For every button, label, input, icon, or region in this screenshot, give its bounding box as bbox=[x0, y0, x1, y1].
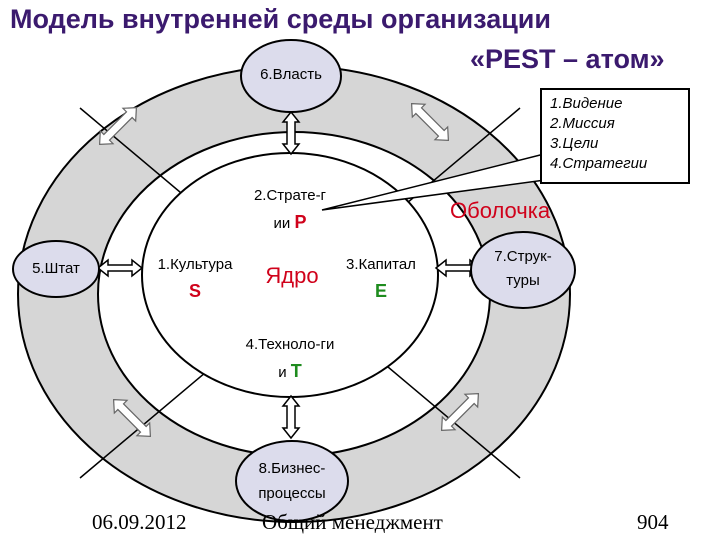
callout-item: 1.Видение bbox=[550, 95, 623, 112]
node-power-label: 6.Власть bbox=[260, 66, 322, 83]
node-structures-line1: 7.Струк- bbox=[494, 248, 552, 265]
node-processes-line2: процессы bbox=[258, 485, 326, 502]
segment-capital-text: 3.Капитал bbox=[346, 256, 416, 273]
title-line-2: «PEST – атом» bbox=[470, 44, 665, 74]
ring-double-arrow-sw bbox=[112, 398, 152, 438]
shell-label: Оболочка bbox=[450, 198, 551, 223]
segment-culture-text: 1.Культура bbox=[157, 256, 233, 273]
letter-e: E bbox=[374, 281, 387, 301]
node-processes-shape bbox=[235, 440, 349, 522]
node-structures-line2: туры bbox=[506, 272, 540, 289]
segment-technology-line1: 4.Техноло-ги bbox=[245, 336, 335, 353]
arrow-core-processes bbox=[281, 394, 301, 440]
segment-technology-suffix: и bbox=[278, 364, 287, 381]
letter-t: T bbox=[290, 361, 302, 381]
callout-box: 1.Видение 2.Миссия 3.Цели 4.Стратегии bbox=[540, 88, 690, 184]
ring-double-arrow-ne bbox=[410, 102, 450, 142]
callout-item: 4.Стратегии bbox=[550, 155, 648, 172]
segment-strategy: 2.Страте-г ии P bbox=[220, 183, 360, 237]
title-line-1: Модель внутренней среды организации bbox=[10, 4, 552, 34]
callout-item: 2.Миссия bbox=[550, 115, 615, 132]
segment-technology-line2: и T bbox=[220, 358, 360, 386]
footer-date: 06.09.2012 bbox=[92, 510, 187, 534]
segment-technology: 4.Техноло-ги и T bbox=[220, 332, 360, 386]
callout-item: 3.Цели bbox=[550, 135, 599, 152]
letter-p: P bbox=[294, 212, 307, 232]
ring-double-arrow-se bbox=[440, 392, 480, 432]
node-staff-label: 5.Штат bbox=[32, 260, 80, 277]
node-staff-shape bbox=[12, 240, 100, 298]
arrow-staff-core bbox=[96, 258, 144, 278]
node-structures-label: 7.Струк- туры bbox=[471, 245, 575, 293]
segment-strategy-suffix: ии bbox=[273, 215, 291, 232]
node-power-shape bbox=[240, 39, 342, 113]
core-label: Ядро bbox=[254, 260, 330, 292]
segment-strategy-line2: ии P bbox=[220, 209, 360, 237]
footer-page: 904 bbox=[637, 510, 669, 534]
node-structures-shape bbox=[470, 231, 576, 309]
segment-strategy-line1: 2.Страте-г bbox=[253, 187, 327, 204]
arrow-power-core bbox=[281, 110, 301, 156]
letter-s: S bbox=[188, 281, 201, 301]
node-processes-label: 8.Бизнес- процессы bbox=[236, 456, 348, 506]
ring-double-arrow-nw bbox=[98, 106, 138, 146]
footer-course: Общий менеджмент bbox=[262, 510, 443, 534]
segment-culture: 1.Культура S bbox=[140, 252, 250, 304]
node-processes-line1: 8.Бизнес- bbox=[258, 460, 326, 477]
segment-capital: 3.Капитал E bbox=[326, 252, 436, 304]
